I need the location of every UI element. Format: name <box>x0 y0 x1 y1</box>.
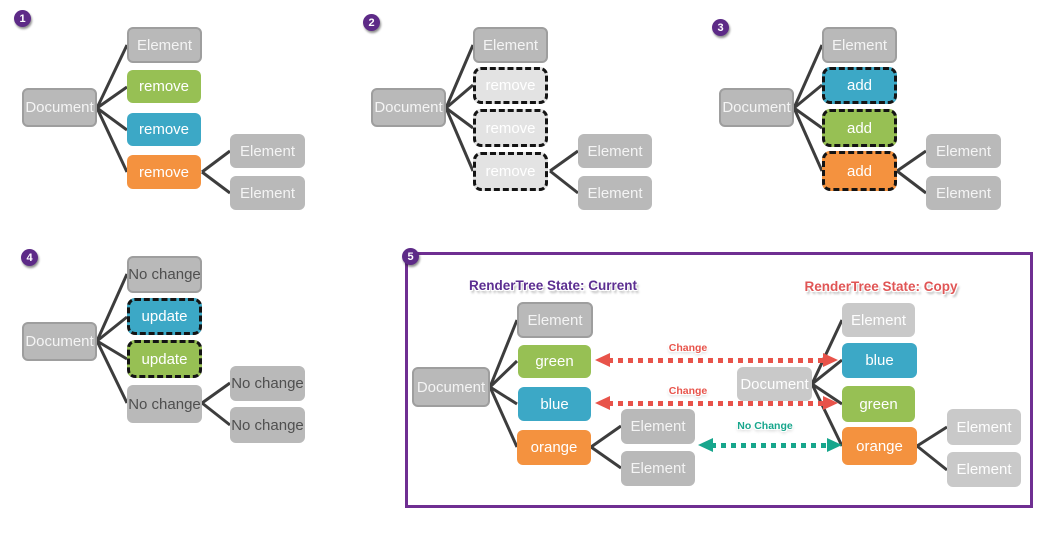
connector-line <box>445 106 474 130</box>
dotted-arrow-shaft <box>711 443 829 448</box>
connector-line <box>95 340 129 404</box>
current-child-element-node: Element <box>621 451 695 486</box>
connector-line <box>896 169 927 195</box>
current-orange-node: orange <box>517 430 591 465</box>
change-arrow-2-label: Change <box>668 385 708 397</box>
connector-line <box>444 44 475 109</box>
s3-element-node: Element <box>822 27 897 63</box>
rendertree-current-title: RenderTree State: Current <box>468 278 638 293</box>
connector-line <box>549 169 579 195</box>
arrow-right-head-icon <box>827 438 842 452</box>
s1-remove-green-node: remove <box>127 70 201 103</box>
connector-line <box>549 149 579 173</box>
connector-line <box>95 107 129 173</box>
s4-update-blue-node: update <box>127 298 202 335</box>
s1-child-element-node: Element <box>230 134 305 168</box>
arrow-left-head-icon <box>595 396 610 410</box>
nochange-arrow-label: No Change <box>737 420 793 432</box>
s4-nochange-node: No change <box>127 385 202 423</box>
connector-line <box>201 401 231 427</box>
connector-line <box>445 83 474 110</box>
copy-green-node: green <box>842 386 915 422</box>
copy-element-node: Element <box>842 303 915 337</box>
step-badge-5: 5 <box>402 248 419 265</box>
s4-document-node: Document <box>22 322 97 361</box>
nochange-arrow <box>698 438 842 452</box>
arrow-right-head-icon <box>823 353 838 367</box>
connector-line <box>96 315 128 343</box>
connector-line <box>96 339 128 361</box>
connector-line <box>793 106 823 130</box>
connector-line <box>896 149 927 173</box>
step-badge-2: 2 <box>363 14 380 31</box>
dotted-arrow-shaft <box>608 358 825 363</box>
s2-remove-dashed-node: remove <box>473 152 548 191</box>
step-badge-1: 1 <box>14 10 31 27</box>
current-blue-node: blue <box>518 387 591 421</box>
copy-child-element-node: Element <box>947 409 1021 445</box>
s4-child-nochange-node: No change <box>230 366 305 401</box>
step-badge-3: 3 <box>712 19 729 36</box>
arrow-left-head-icon <box>698 438 713 452</box>
s2-child-element-node: Element <box>578 134 652 168</box>
connector-line <box>96 85 128 110</box>
current-green-node: green <box>518 345 591 378</box>
connector-line <box>96 106 128 132</box>
rendertree-copy-title: RenderTree State: Copy <box>804 279 958 294</box>
connector-line <box>444 107 475 172</box>
connector-line <box>95 273 129 342</box>
connector-line <box>792 107 824 172</box>
s2-document-node: Document <box>371 88 446 127</box>
s1-document-node: Document <box>22 88 97 127</box>
s4-update-green-node: update <box>127 340 202 378</box>
s4-child-nochange-node: No change <box>230 407 305 443</box>
s1-remove-blue-node: remove <box>127 113 201 146</box>
arrow-right-head-icon <box>823 396 838 410</box>
s3-child-element-node: Element <box>926 176 1001 210</box>
s4-nochange-node: No change <box>127 256 202 293</box>
change-arrow-1 <box>595 353 838 367</box>
arrow-left-head-icon <box>595 353 610 367</box>
s3-add-green-node: add <box>822 109 897 147</box>
s3-document-node: Document <box>719 88 794 127</box>
connector-line <box>792 44 824 109</box>
copy-blue-node: blue <box>842 343 917 378</box>
dotted-arrow-shaft <box>608 401 825 406</box>
s2-remove-dashed-node: remove <box>473 67 548 104</box>
step-badge-4: 4 <box>21 249 38 266</box>
s2-remove-dashed-node: remove <box>473 109 548 147</box>
s1-element-node: Element <box>127 27 202 63</box>
s3-add-orange-node: add <box>822 151 897 191</box>
current-document-node: Document <box>412 367 490 407</box>
connector-line <box>201 149 231 174</box>
s1-child-element-node: Element <box>230 176 305 210</box>
copy-document-node: Document <box>737 367 812 401</box>
s3-add-blue-node: add <box>822 67 897 104</box>
current-child-element-node: Element <box>621 409 695 444</box>
connector-line <box>201 381 231 405</box>
s2-child-element-node: Element <box>578 176 652 210</box>
change-arrow-2 <box>595 396 838 410</box>
s1-remove-orange-node: remove <box>127 155 201 189</box>
connector-line <box>95 44 129 109</box>
copy-orange-node: orange <box>842 427 917 465</box>
change-arrow-1-label: Change <box>668 342 708 354</box>
current-element-node: Element <box>517 302 593 338</box>
copy-child-element-node: Element <box>947 452 1021 487</box>
connector-line <box>793 83 823 110</box>
s2-element-node: Element <box>473 27 548 63</box>
connector-line <box>201 170 231 195</box>
s3-child-element-node: Element <box>926 134 1001 168</box>
